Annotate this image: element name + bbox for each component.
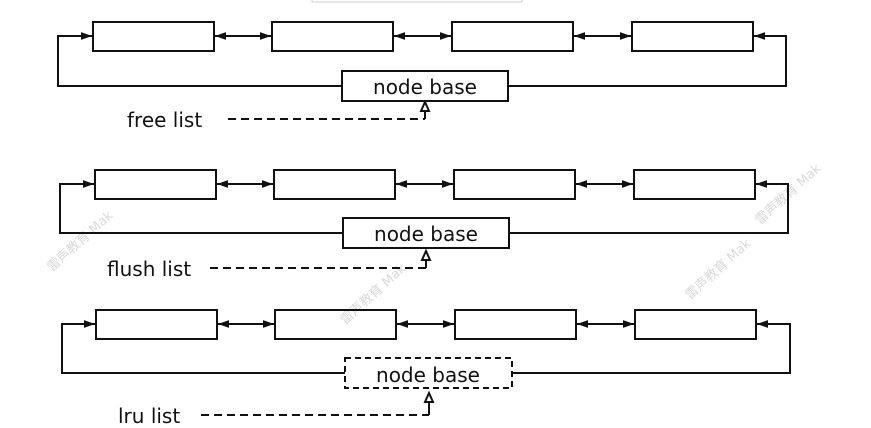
list-label: lru list (118, 404, 180, 428)
free-list-group (57, 21, 787, 120)
list-node (274, 309, 397, 340)
list-node (634, 309, 757, 340)
list-node (273, 169, 396, 200)
node-base-box-dashed (344, 357, 513, 389)
left-wrap-link (57, 32, 342, 87)
list-node (454, 309, 577, 340)
right-wrap-link (509, 180, 789, 234)
list-node (92, 21, 215, 52)
list-node (453, 169, 576, 200)
list-label: flush list (107, 257, 191, 281)
pointer-arrowhead (420, 248, 432, 261)
list-node (271, 21, 394, 52)
node-base-label: node base (376, 363, 480, 387)
left-wrap-link (59, 180, 343, 234)
node-base-label: node base (373, 75, 477, 99)
right-wrap-link (512, 320, 791, 374)
right-wrap-link (508, 32, 787, 87)
left-wrap-link (61, 320, 345, 374)
list-node (451, 21, 574, 52)
flush-list-group (59, 169, 789, 269)
watermark: 雷声教育 Mak (44, 207, 117, 275)
pointer-arrowhead (423, 390, 435, 403)
watermark: 雷声教育 Mak (682, 235, 755, 303)
list-node (95, 309, 218, 340)
node-base-box (342, 217, 510, 249)
watermark: 雷声教育 Mak (337, 260, 410, 328)
list-node (633, 169, 756, 200)
top-edge-fragment (311, 0, 523, 3)
list-node (631, 21, 754, 52)
pointer-arrowhead (419, 99, 431, 112)
node-base-label: node base (374, 222, 478, 246)
list-label: free list (127, 108, 202, 132)
lru-list-group (61, 309, 791, 416)
list-node (94, 169, 217, 200)
